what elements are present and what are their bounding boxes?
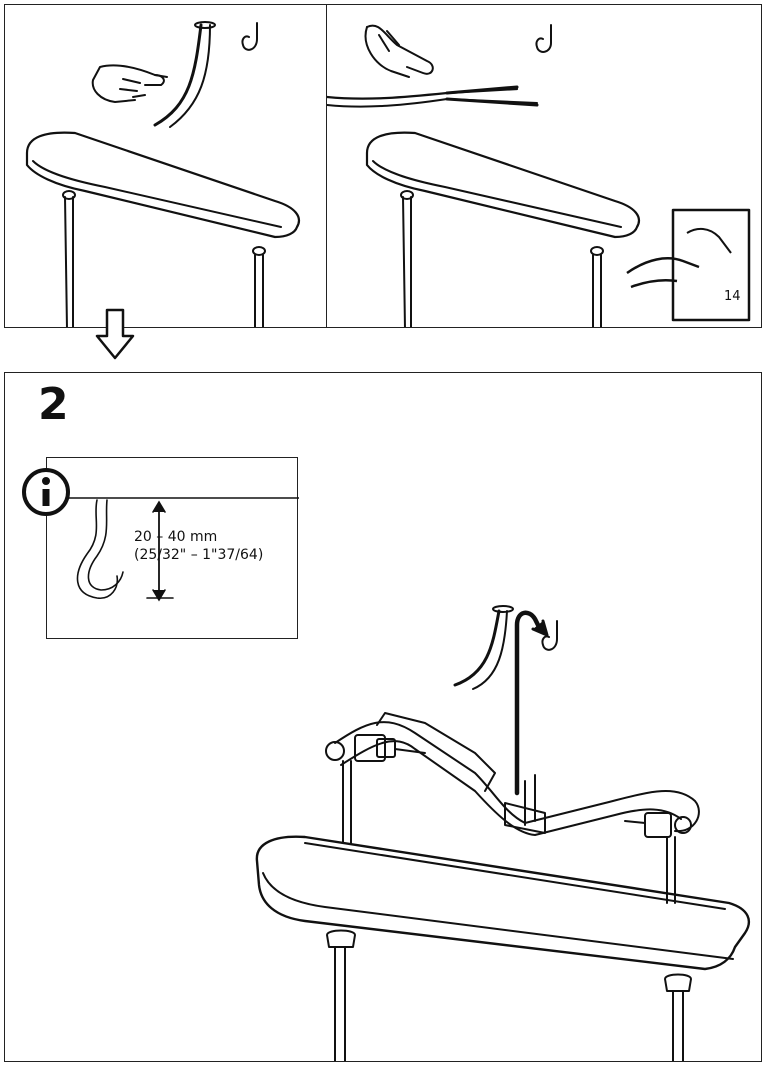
top-right-illustration [327,24,751,327]
info-box [46,457,299,639]
ceiling-hook-icon [541,620,558,651]
panel-top-left [4,4,328,328]
measurement-label: 20 – 40 mm (25/32" – 1"37/64) [134,528,263,564]
info-icon [20,466,72,518]
down-arrow-icon [93,308,137,362]
hook-distance-illustration [47,497,299,602]
ceiling-hook-icon [535,24,552,53]
hand-pointing-icon [91,64,168,103]
step-number: 2 [38,379,69,430]
ceiling-hook-icon [241,22,258,51]
top-left-illustration [25,21,301,327]
measurement-mm: 20 – 40 mm [134,529,218,545]
hand-pointing-icon [364,24,434,78]
step-2-illustration [255,605,750,1061]
panel-top-right [326,4,762,328]
measurement-in: (25/32" – 1"37/64) [134,547,264,563]
page-reference-number: 14 [724,289,741,304]
page-turn-icon [626,208,751,322]
